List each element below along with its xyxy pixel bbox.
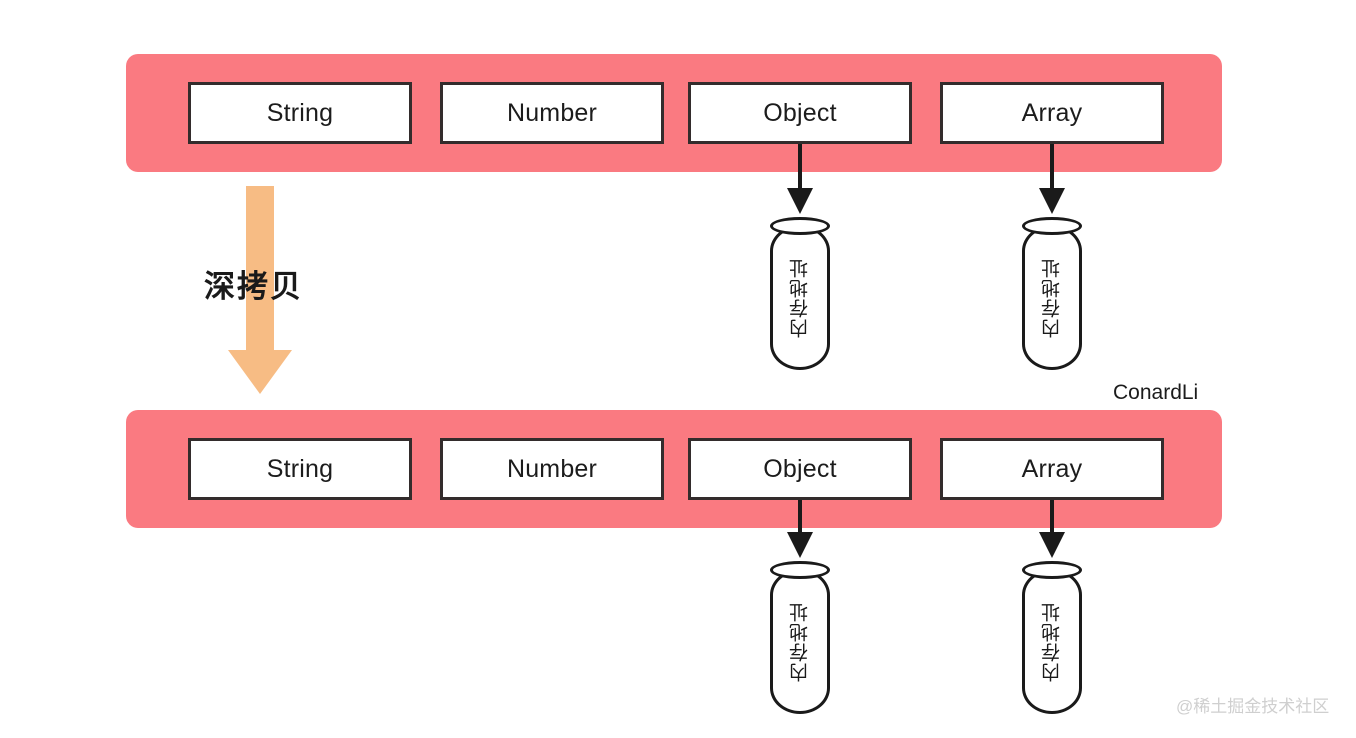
memory-cell-label-wrapper: 内存地址 bbox=[1022, 569, 1082, 714]
type-box-string-top: String bbox=[188, 82, 412, 144]
type-box-string-bottom: String bbox=[188, 438, 412, 500]
arrow-head bbox=[228, 350, 292, 394]
memory-cell-label-wrapper: 内存地址 bbox=[1022, 225, 1082, 370]
deep-copy-label: 深拷贝 bbox=[204, 269, 303, 304]
author-label: ConardLi bbox=[1113, 381, 1199, 404]
cylinder-cap bbox=[1022, 561, 1082, 579]
memory-cell-label: 内存地址 bbox=[1041, 601, 1063, 682]
type-box-number-top: Number bbox=[440, 82, 664, 144]
memory-cell-label-wrapper: 内存地址 bbox=[770, 225, 830, 370]
memory-cell-label: 内存地址 bbox=[789, 257, 811, 338]
type-box-object-top: Object bbox=[688, 82, 912, 144]
cylinder-cap bbox=[1022, 217, 1082, 235]
site-watermark: @稀土掘金技术社区 bbox=[1176, 697, 1330, 716]
memory-cell-array-top: 内存地址 bbox=[1022, 217, 1082, 370]
type-box-number-bottom: Number bbox=[440, 438, 664, 500]
cylinder-cap bbox=[770, 561, 830, 579]
arrow-shaft bbox=[246, 186, 274, 352]
cylinder-body bbox=[1022, 569, 1082, 714]
connector-line-array-top bbox=[1050, 144, 1054, 190]
memory-cell-array-bottom: 内存地址 bbox=[1022, 561, 1082, 714]
connector-line-array-bottom bbox=[1050, 500, 1054, 534]
memory-cell-label: 内存地址 bbox=[1041, 257, 1063, 338]
memory-cell-label-wrapper: 内存地址 bbox=[770, 569, 830, 714]
memory-cell-label: 内存地址 bbox=[789, 601, 811, 682]
memory-cell-object-bottom: 内存地址 bbox=[770, 561, 830, 714]
connector-line-object-top bbox=[798, 144, 802, 190]
connector-arrowhead-array-top bbox=[1039, 188, 1065, 214]
memory-cell-object-top: 内存地址 bbox=[770, 217, 830, 370]
type-box-array-bottom: Array bbox=[940, 438, 1164, 500]
cylinder-body bbox=[770, 225, 830, 370]
connector-arrowhead-object-bottom bbox=[787, 532, 813, 558]
cylinder-body bbox=[770, 569, 830, 714]
cylinder-cap bbox=[770, 217, 830, 235]
type-box-array-top: Array bbox=[940, 82, 1164, 144]
connector-arrowhead-object-top bbox=[787, 188, 813, 214]
deep-copy-arrow bbox=[228, 186, 292, 394]
connector-arrowhead-array-bottom bbox=[1039, 532, 1065, 558]
connector-line-object-bottom bbox=[798, 500, 802, 534]
type-box-object-bottom: Object bbox=[688, 438, 912, 500]
